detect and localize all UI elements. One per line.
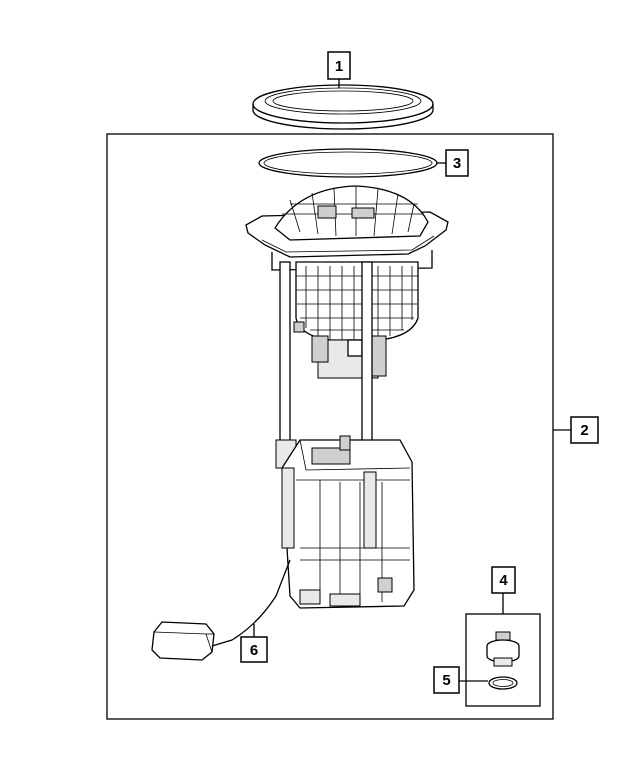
seal-ring-part	[258, 148, 438, 178]
callout-2: 2	[570, 416, 599, 444]
callout-5-label: 5	[442, 672, 450, 689]
regulator-o-ring-part	[488, 676, 518, 690]
fuel-pump-module-part	[245, 185, 449, 609]
callout-1-label: 1	[335, 58, 343, 75]
callout-4-label: 4	[499, 572, 508, 589]
callout-3-label: 3	[453, 155, 461, 172]
module-assembly-frame	[106, 133, 554, 720]
callout-6: 6	[240, 636, 268, 663]
callout-5: 5	[433, 666, 460, 694]
callout-4: 4	[491, 566, 516, 594]
lock-ring-part	[252, 84, 434, 130]
callout-1: 1	[327, 51, 351, 80]
callout-2-label: 2	[580, 422, 588, 439]
callout-3: 3	[445, 149, 469, 177]
callout-6-label: 6	[250, 642, 258, 659]
fuel-pressure-regulator-part	[486, 631, 520, 667]
fuel-level-sensor-part	[151, 559, 291, 661]
